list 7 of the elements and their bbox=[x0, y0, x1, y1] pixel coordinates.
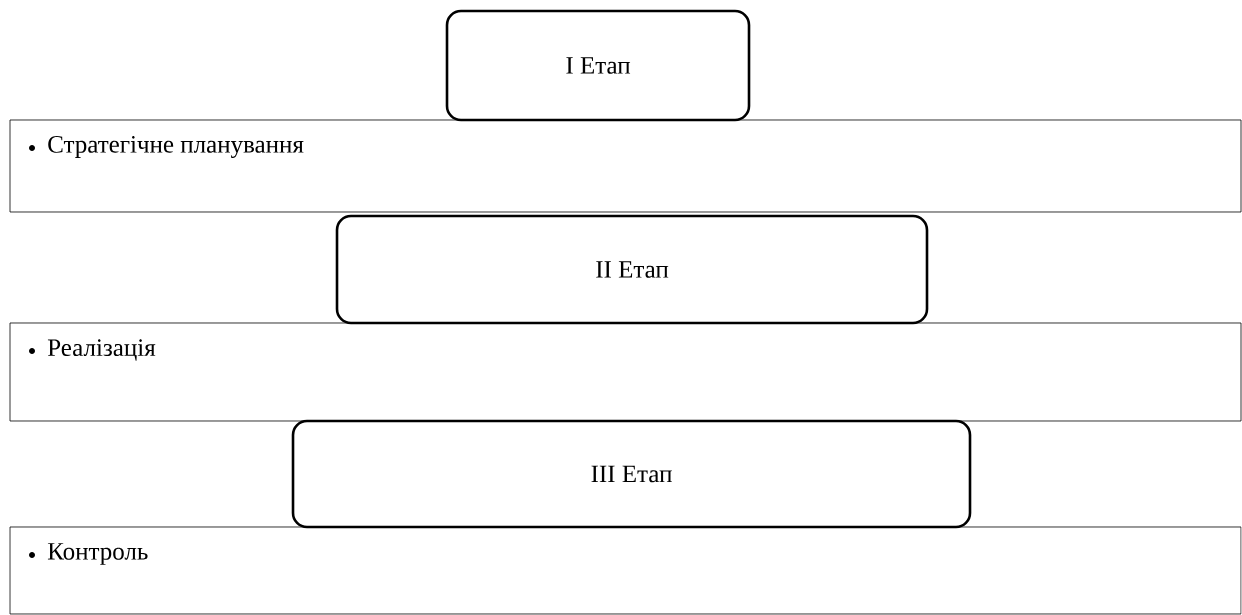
list-item: Контроль bbox=[47, 543, 148, 565]
stage-box: III Етап bbox=[291, 419, 972, 529]
list-item: Стратегічне планування bbox=[48, 136, 304, 158]
list-item: Реалізація bbox=[47, 339, 156, 361]
stage-box: II Етап bbox=[335, 214, 929, 325]
content-band bbox=[9, 119, 1242, 213]
stage-box: I Етап bbox=[445, 9, 751, 122]
